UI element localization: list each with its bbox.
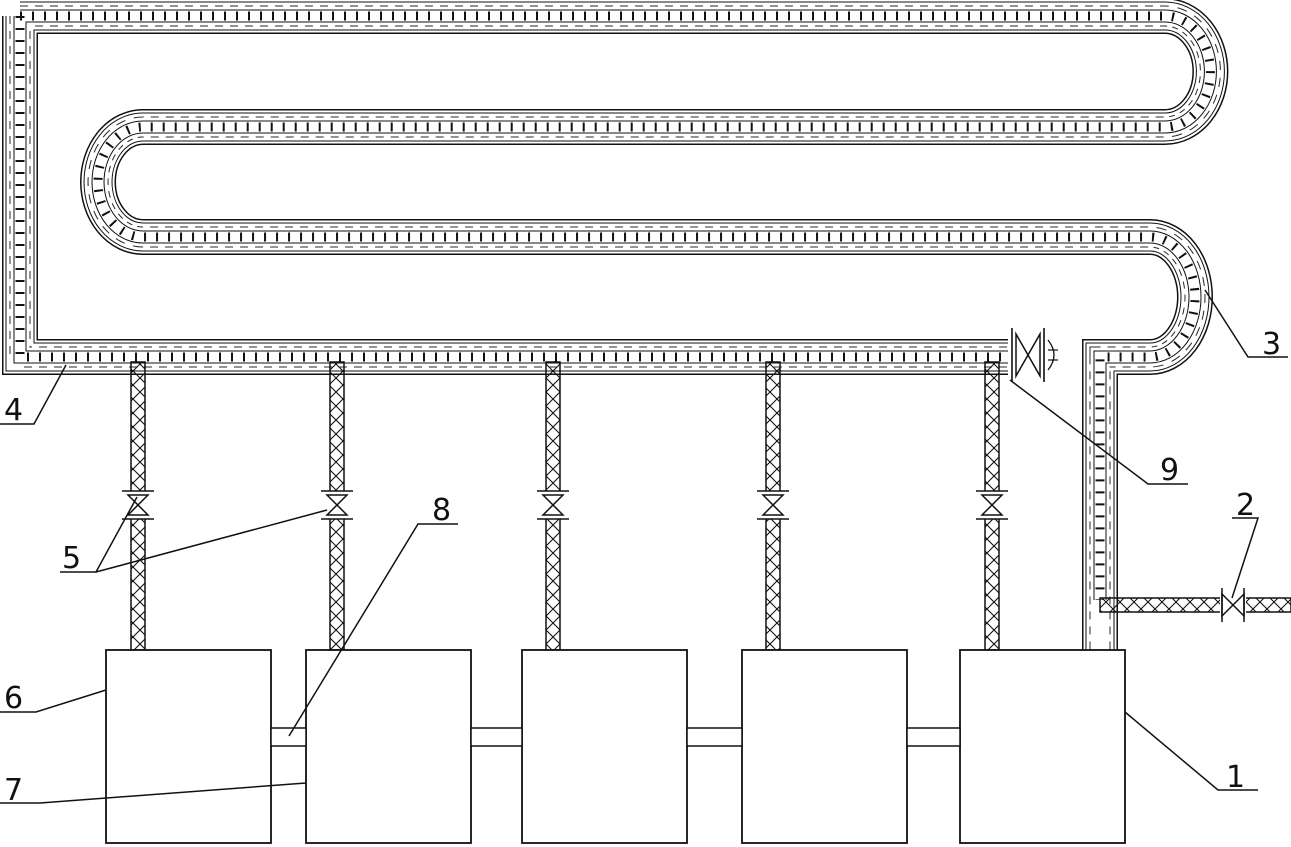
leader-lines [0,289,1288,804]
serpentine-core [13,9,1217,600]
label-5: 5 [62,541,81,576]
label-9: 9 [1160,453,1179,488]
tank-4 [741,649,908,844]
label-6: 6 [4,681,23,716]
label-3: 3 [1262,327,1281,362]
tank-1 [105,649,272,844]
leader-2 [1231,517,1260,599]
label-7: 7 [4,773,23,808]
leader-8 [288,523,458,737]
valve-9 [1008,325,1058,383]
leader-1 [1124,711,1258,791]
valve-5-5 [976,490,1008,520]
leader-4 [0,364,67,425]
valve-5-4 [757,490,789,520]
valve-5-3 [537,490,569,520]
tank-5 [959,649,1126,844]
label-1: 1 [1226,760,1245,795]
leader-7 [0,782,307,804]
valve-2 [1220,588,1246,622]
tank-2 [305,649,472,844]
leader-9 [1009,379,1188,485]
tank-connectors [270,727,961,747]
valve-5-2 [321,490,353,520]
label-2: 2 [1236,488,1255,523]
outlet-pipe [1099,597,1291,613]
tank-3 [521,649,688,844]
valve-5-1 [122,490,154,520]
labels: 1 2 3 4 5 6 7 8 9 [4,327,1281,808]
label-8: 8 [432,493,451,528]
leader-3 [1204,289,1288,358]
leader-5b [95,509,328,573]
label-4: 4 [4,393,23,428]
leader-6 [0,689,107,713]
branch-pipes [122,361,1008,651]
serpentine-pipe [2,0,1229,650]
tanks [105,649,1126,844]
